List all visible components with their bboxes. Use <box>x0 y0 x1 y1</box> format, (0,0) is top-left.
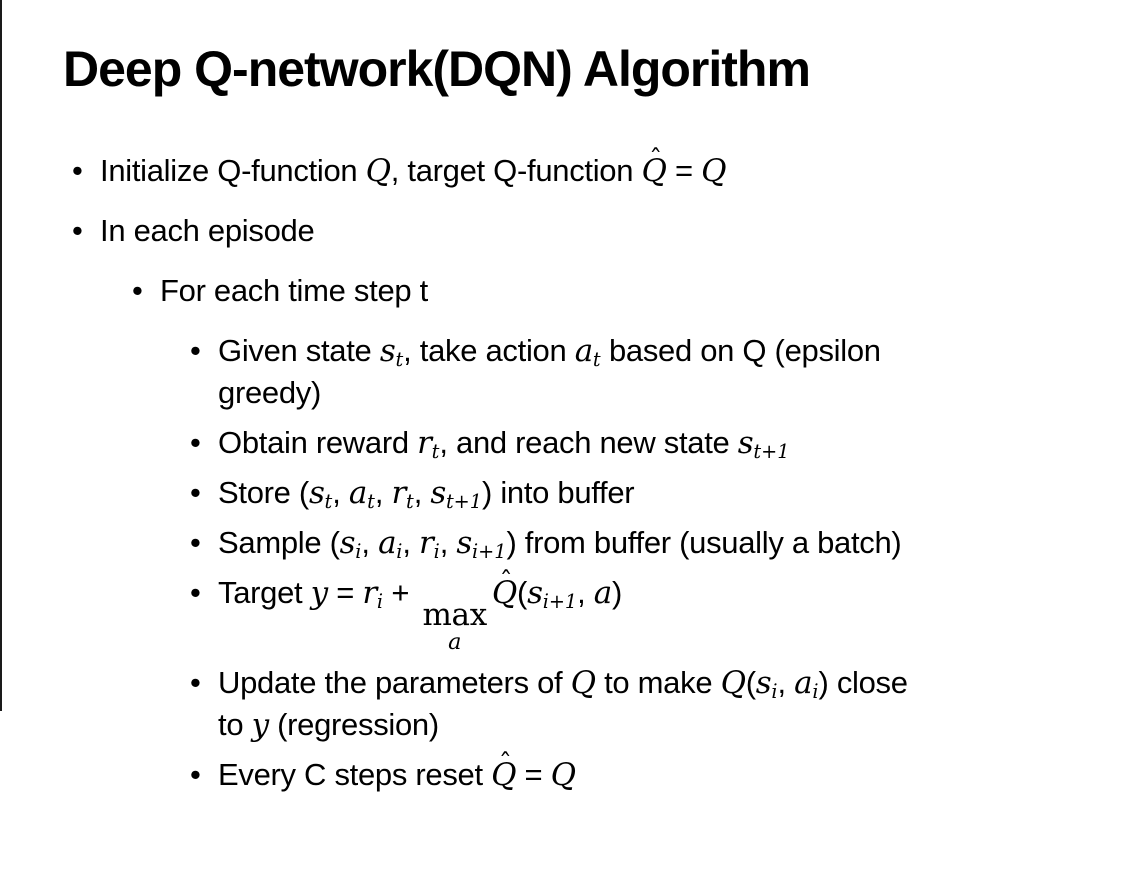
math-variable: rt <box>417 425 440 463</box>
bullet-marker: • <box>190 757 201 793</box>
math-variable: y <box>310 575 329 611</box>
math-variable: si+1 <box>527 575 578 613</box>
math-variable: si <box>339 525 362 563</box>
math-variable: y <box>251 707 270 744</box>
bullet-text: Obtain reward rt, and reach new state st… <box>218 425 790 463</box>
bullet-list: • Initialize Q-function Q, target Q-funct… <box>63 145 1108 804</box>
bullet-text: Update the parameters of Q to make Q(si,… <box>218 665 908 744</box>
bullet-text: For each time step t <box>160 273 428 308</box>
math-variable: Q <box>570 665 596 702</box>
hat-accent: ˆ <box>499 566 513 597</box>
bullet-text: Store (st, at, rt, st+1) into buffer <box>218 475 635 513</box>
hat-accent: ˆ <box>498 749 512 780</box>
bullet-text: Given state st, take action at based on … <box>218 333 881 410</box>
max-operator-underscript: a <box>448 628 462 655</box>
bullet-item: • Sample (si, ai, ri, si+1) from buffer (… <box>190 522 1108 564</box>
math-variable: at <box>574 333 601 371</box>
bullet-text: In each episode <box>100 213 315 248</box>
math-variable: Q <box>701 153 727 189</box>
math-variable: ai <box>794 665 819 703</box>
bullet-marker: • <box>72 153 83 188</box>
bullet-item: • In each episode <box>72 210 1108 252</box>
slide-title: Deep Q-network(DQN) Algorithm <box>63 41 811 97</box>
bullet-text: Sample (si, ai, ri, si+1) from buffer (u… <box>218 525 902 563</box>
math-variable: Q <box>550 757 576 794</box>
bullet-item: • Obtain reward rt, and reach new state s… <box>190 422 1108 464</box>
math-variable: ri <box>362 575 384 613</box>
bullet-marker: • <box>132 273 143 308</box>
bullet-marker: • <box>190 475 201 510</box>
bullet-item: • For each time step t <box>132 270 1108 312</box>
hat-accent: ˆ <box>649 144 662 175</box>
math-variable: si+1 <box>456 525 507 563</box>
bullet-item: •Given state st, take action at based on… <box>190 330 1108 414</box>
math-variable: ri <box>419 525 440 563</box>
math-variable: st <box>379 333 404 371</box>
math-variable: rt <box>391 475 414 513</box>
math-variable: st+1 <box>737 425 790 463</box>
math-variable: ai <box>378 525 403 563</box>
bullet-marker: • <box>190 525 201 560</box>
bullet-marker: • <box>72 213 83 248</box>
math-variable: st+1 <box>430 475 482 513</box>
bullet-text: Initialize Q-function Q, target Q-functi… <box>100 145 1108 192</box>
slide-border-left <box>0 0 2 711</box>
math-variable: a <box>593 575 612 611</box>
bullet-marker: • <box>190 333 201 368</box>
max-operator-name: max <box>422 596 487 633</box>
bullet-marker: • <box>190 425 201 460</box>
bullet-marker: • <box>190 575 201 610</box>
math-variable: si <box>755 665 778 703</box>
bullet-item: • Initialize Q-function Q, target Q-funct… <box>72 145 1108 192</box>
math-variable: Q <box>720 665 746 702</box>
bullet-item: • Store (st, at, rt, st+1) into buffer <box>190 472 1108 514</box>
math-variable: Q <box>365 153 391 189</box>
math-variable: st <box>308 475 333 513</box>
bullet-item: • Update the parameters of Q to make Q(si… <box>190 662 1108 746</box>
bullet-marker: • <box>190 665 201 701</box>
math-variable: at <box>348 475 375 513</box>
